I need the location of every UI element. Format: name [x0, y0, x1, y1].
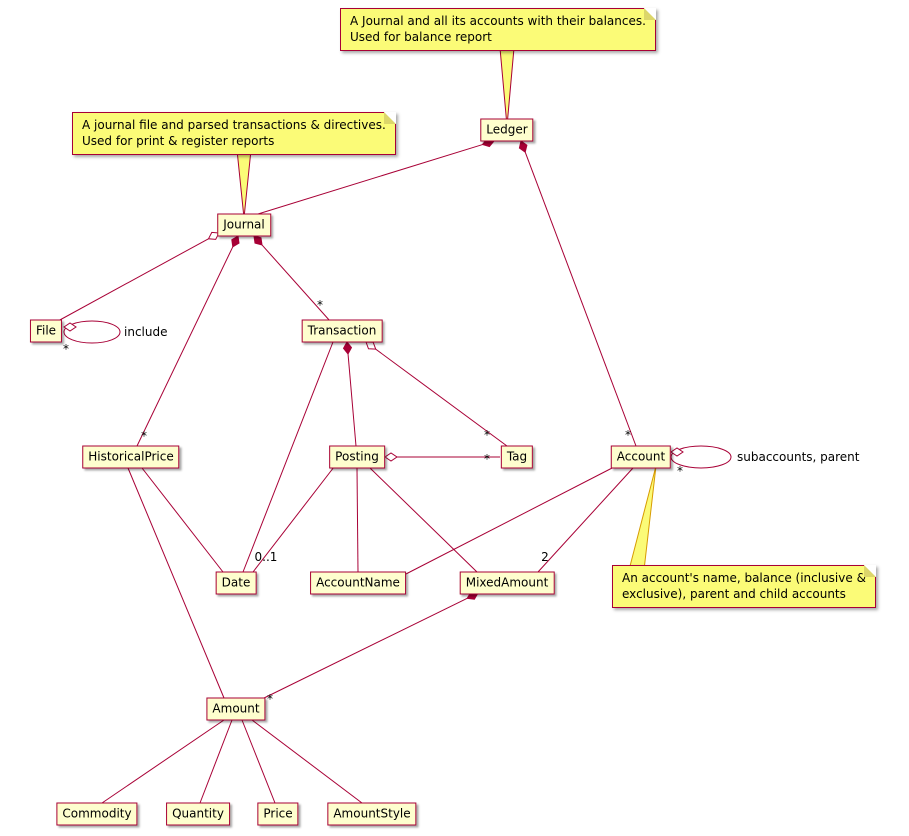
class-Transaction: Transaction — [301, 319, 383, 343]
multiplicity-mixedamount-amount: * — [267, 692, 273, 706]
edge-Amount-Quantity — [199, 719, 233, 804]
multiplicity-ledger-account: * — [625, 428, 631, 442]
composition-diamond-Journal — [253, 235, 263, 246]
edge-Posting-AccountName — [356, 467, 359, 573]
composition-diamond-Journal — [231, 235, 240, 248]
class-Commodity: Commodity — [56, 802, 138, 826]
edge-label-subaccounts-parent: subaccounts, parent — [737, 450, 860, 464]
edge-Transaction-Date — [242, 341, 334, 573]
edge-Posting-Date — [252, 466, 335, 573]
class-MixedAmount: MixedAmount — [459, 571, 555, 595]
edge-HistoricalPrice-Amount — [127, 467, 225, 699]
edge-Ledger-Journal — [257, 144, 483, 215]
edge-Journal-Transaction — [261, 244, 331, 322]
note-journal: A journal file and parsed transactions &… — [72, 112, 396, 156]
aggregation-diamond-Account-self — [670, 447, 684, 457]
edge-Journal-HistoricalPrice — [136, 246, 234, 447]
class-AccountName: AccountName — [310, 571, 406, 595]
note-account: An account's name, balance (inclusive & … — [612, 565, 876, 609]
multiplicity-posting-date: 0..1 — [254, 550, 278, 564]
class-Posting: Posting — [329, 445, 385, 469]
class-Amount: Amount — [206, 697, 266, 721]
edge-Account-AccountName — [403, 465, 617, 576]
edge-Account-MixedAmount — [537, 467, 634, 573]
class-AmountStyle: AmountStyle — [327, 802, 417, 826]
class-Account: Account — [610, 445, 672, 469]
multiplicity-file-include: * — [63, 342, 69, 356]
multiplicity-transaction-tag: * — [484, 428, 490, 442]
edge-Transaction-Tag — [375, 348, 508, 447]
multiplicity-posting-tag: * — [484, 452, 490, 466]
edge-Posting-MixedAmount — [369, 467, 478, 573]
aggregation-diamond-Journal — [207, 231, 220, 240]
multiplicity-journal-histprice: * — [141, 429, 147, 443]
class-Date: Date — [215, 571, 257, 595]
class-Ledger: Ledger — [480, 118, 534, 142]
class-Quantity: Quantity — [166, 802, 230, 826]
multiplicity-account-self: * — [677, 464, 683, 478]
class-Journal: Journal — [217, 213, 271, 237]
edge-HistoricalPrice-Date — [141, 467, 224, 573]
edge-Transaction-Posting — [347, 353, 357, 447]
multiplicity-account-mixedamount: 2 — [541, 550, 549, 564]
composition-diamond-Ledger — [518, 140, 528, 154]
aggregation-diamond-File-self — [63, 322, 77, 332]
edge-Ledger-Account — [524, 152, 637, 447]
note-ledger: A Journal and all its accounts with thei… — [340, 7, 656, 52]
class-Tag: Tag — [500, 445, 534, 469]
edge-Amount-Price — [241, 719, 276, 804]
class-HistoricalPrice: HistoricalPrice — [82, 445, 180, 469]
edge-label-include: include — [124, 325, 168, 339]
class-Price: Price — [257, 802, 299, 826]
edge-Amount-AmountStyle — [251, 719, 363, 804]
edge-Journal-File — [57, 238, 209, 322]
self-loop-File — [63, 320, 121, 344]
edge-MixedAmount-Amount — [259, 597, 468, 701]
class-File: File — [29, 319, 63, 343]
edge-Amount-Commodity — [101, 719, 225, 804]
multiplicity-journal-transaction: * — [317, 298, 323, 312]
